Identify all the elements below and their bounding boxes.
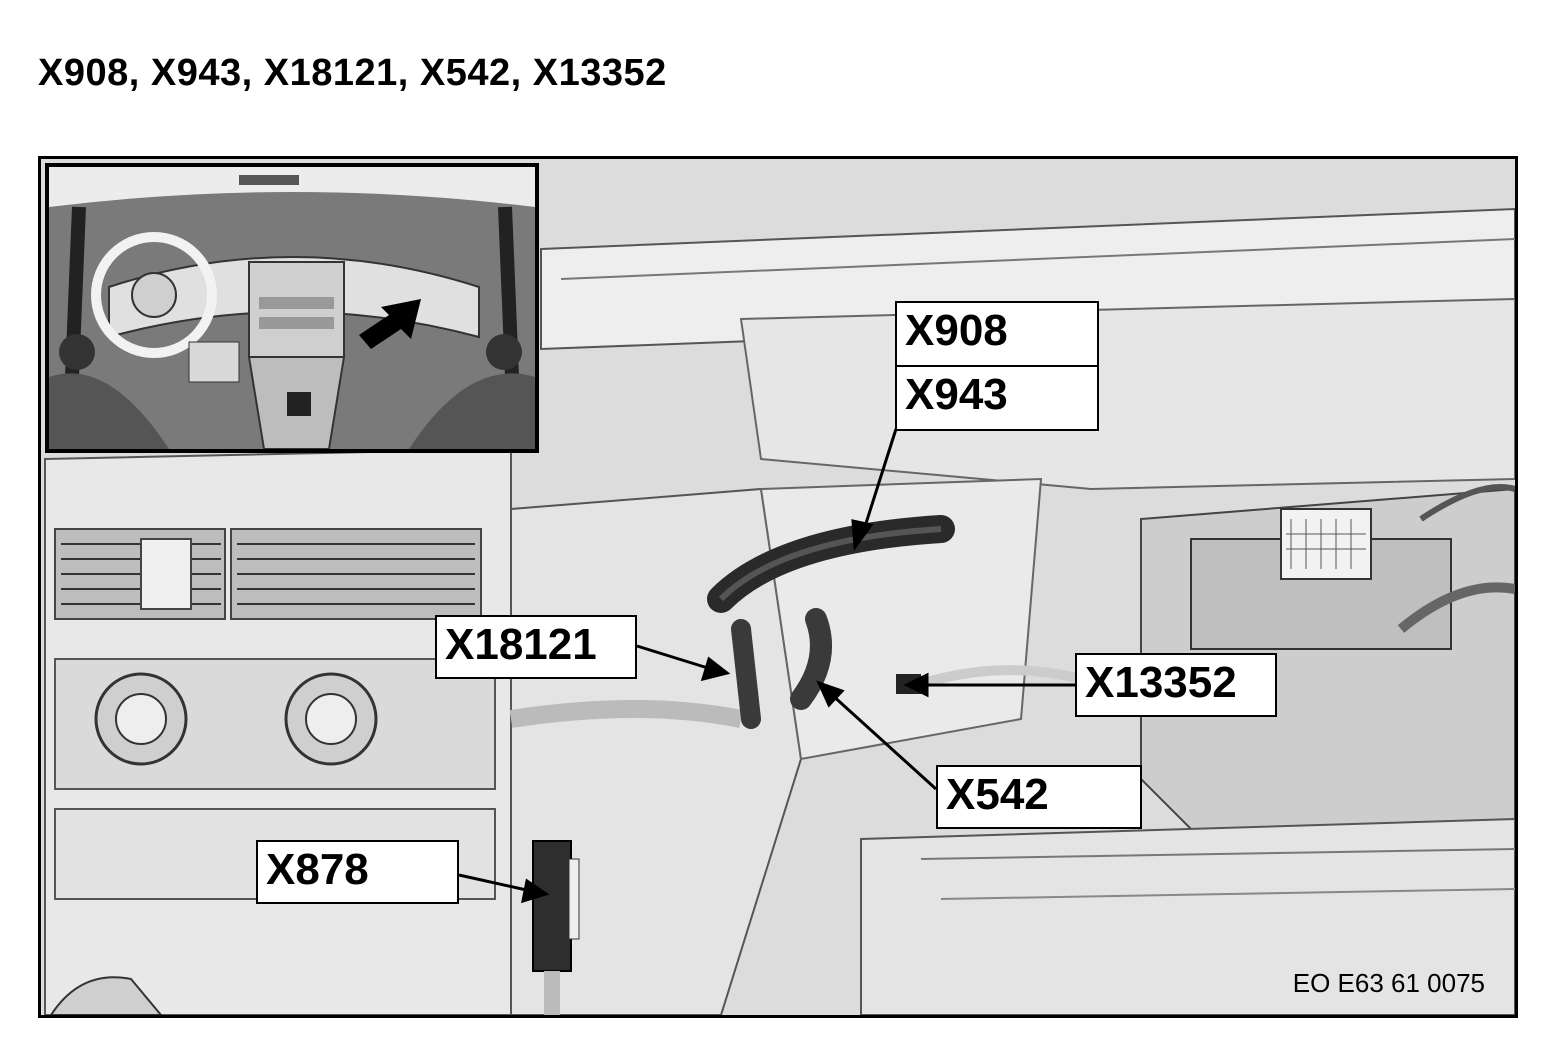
interior-overview-drawing: [49, 167, 535, 449]
location-arrow-icon: [359, 299, 421, 349]
callout-x542: X542: [936, 765, 1142, 829]
callout-x18121: X18121: [435, 615, 637, 679]
figure-reference-code: EO E63 61 0075: [1292, 968, 1485, 998]
callout-x943: X943: [895, 365, 1099, 431]
page-title: X908, X943, X18121, X542, X13352: [38, 52, 667, 94]
connector-location-illustration: X908 X943 X18121 X13352 X542 X878 EO E63…: [38, 156, 1518, 1018]
callout-x878: X878: [256, 840, 459, 904]
callout-x13352: X13352: [1075, 653, 1277, 717]
callout-x908: X908: [895, 301, 1099, 367]
overview-inset: [45, 163, 539, 453]
